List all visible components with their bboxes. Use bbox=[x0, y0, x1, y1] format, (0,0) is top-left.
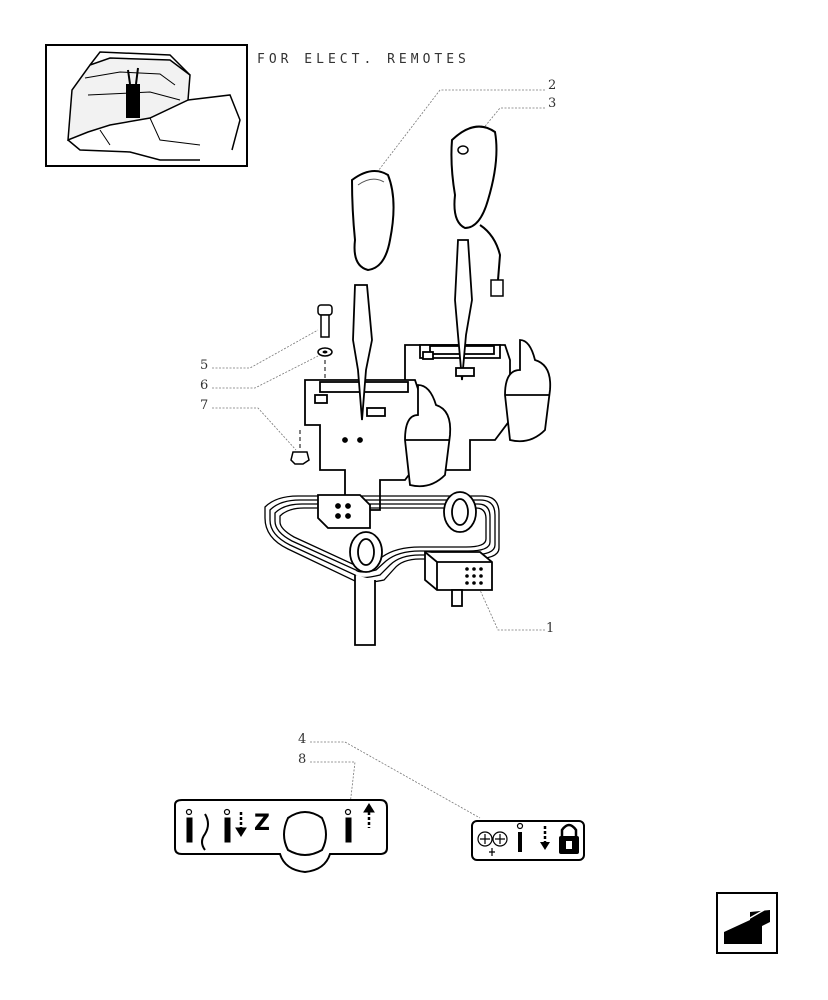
callout-6: 6 bbox=[200, 378, 209, 393]
callout-8: 8 bbox=[298, 752, 307, 767]
leader-lines bbox=[212, 89, 545, 819]
header-note: FOR ELECT. REMOTES bbox=[257, 52, 470, 67]
bolt-5 bbox=[317, 304, 333, 338]
back-nav-button[interactable] bbox=[716, 892, 778, 954]
lock-float-decal bbox=[471, 820, 585, 861]
callout-3: 3 bbox=[548, 96, 557, 111]
callout-1: 1 bbox=[546, 621, 555, 636]
hydraulic-remote-decal bbox=[174, 799, 388, 874]
nut-7 bbox=[290, 451, 310, 465]
front-lever-unit bbox=[304, 284, 452, 511]
callout-2: 2 bbox=[548, 78, 557, 93]
cab-locator-thumbnail bbox=[45, 44, 248, 167]
callout-7: 7 bbox=[200, 398, 209, 413]
cable-clip bbox=[349, 491, 477, 573]
knob-2 bbox=[350, 170, 395, 272]
callout-4: 4 bbox=[298, 732, 307, 747]
decal-letter: Z bbox=[254, 811, 270, 836]
knob-3 bbox=[450, 125, 504, 297]
washer-6 bbox=[317, 347, 333, 357]
callout-5: 5 bbox=[200, 358, 209, 373]
arrow-back-icon bbox=[716, 892, 778, 954]
connector-block bbox=[317, 494, 493, 607]
